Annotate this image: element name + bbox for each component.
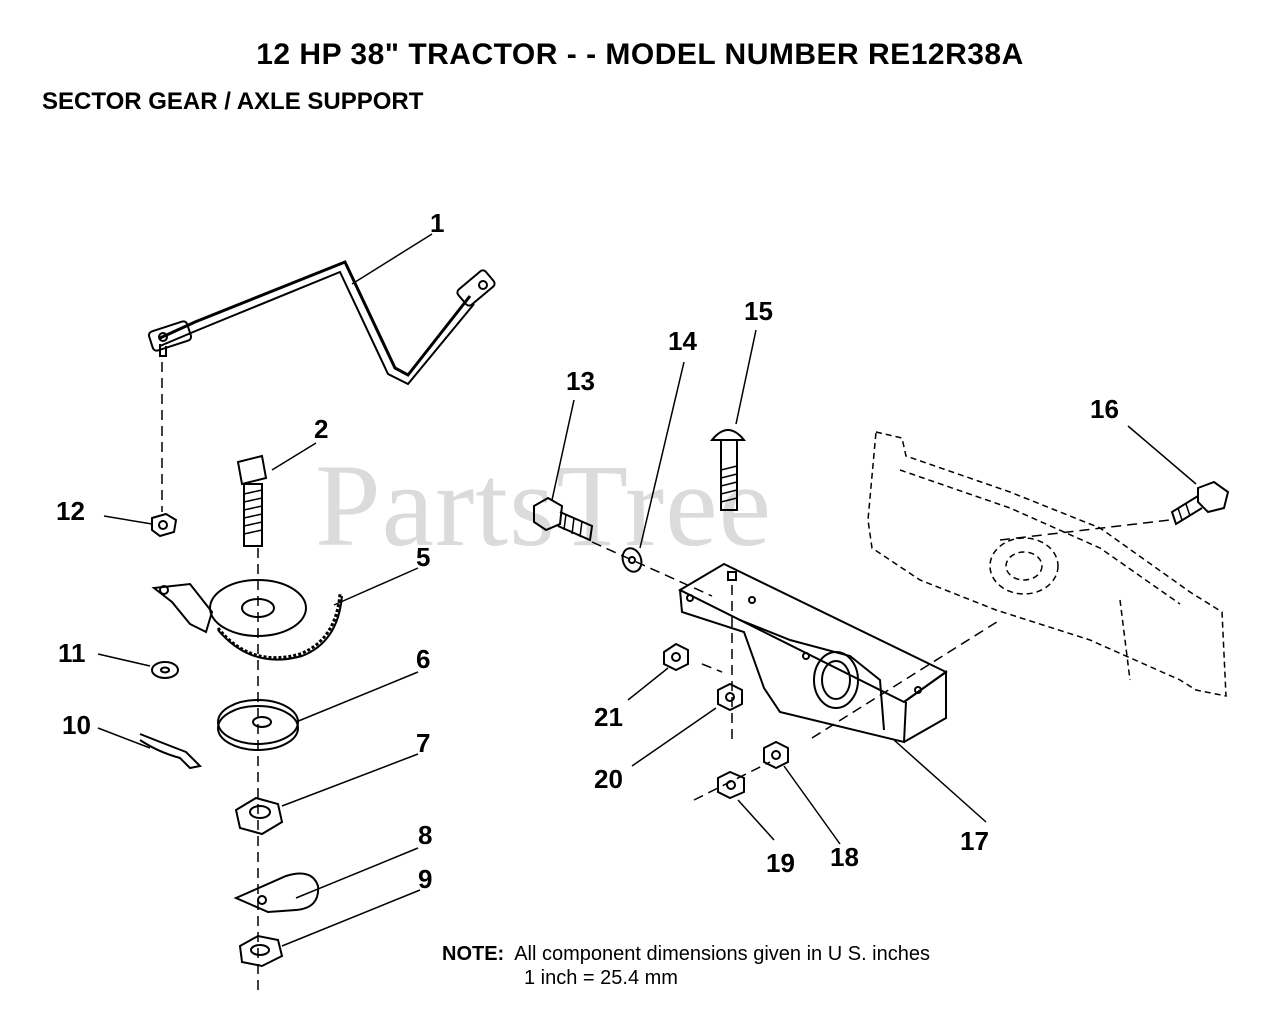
hex-nut-19[interactable] <box>717 770 745 800</box>
spacer-6[interactable] <box>217 699 299 751</box>
callout-10: 10 <box>62 710 91 740</box>
sector-gear-5[interactable] <box>151 579 343 661</box>
washer-11[interactable] <box>151 661 179 679</box>
callout-21: 21 <box>594 702 623 732</box>
hex-bolt-16[interactable] <box>1170 480 1230 526</box>
callout-1: 1 <box>430 208 445 238</box>
callout-15: 15 <box>744 296 773 326</box>
hex-bolt-2[interactable] <box>236 454 268 547</box>
callout-9: 9 <box>418 864 433 894</box>
callout-11: 11 <box>58 638 86 668</box>
note-line-2: 1 inch = 25.4 mm <box>524 967 678 989</box>
lock-nut-12[interactable] <box>151 512 178 538</box>
callout-13: 13 <box>566 366 595 396</box>
cotter-pin-10[interactable] <box>139 733 203 770</box>
callout-17: 17 <box>960 826 989 856</box>
axle-support-bracket-17[interactable] <box>677 562 948 744</box>
hex-nut-7[interactable] <box>234 796 284 836</box>
callout-16: 16 <box>1090 394 1119 424</box>
hex-nut-18[interactable] <box>763 740 789 770</box>
hex-nut-9[interactable] <box>238 934 284 968</box>
washer-14[interactable] <box>619 546 644 575</box>
callout-5: 5 <box>416 542 431 572</box>
callout-12: 12 <box>56 496 85 526</box>
carriage-bolt-15[interactable] <box>709 429 747 511</box>
callout-8: 8 <box>418 820 433 850</box>
section-subtitle: SECTOR GEAR / AXLE SUPPORT <box>42 88 424 115</box>
callout-19: 19 <box>766 848 795 878</box>
callout-14: 14 <box>668 326 697 356</box>
dimension-note: NOTE: All component dimensions given in U… <box>442 942 930 990</box>
callout-2: 2 <box>314 414 329 444</box>
callout-20: 20 <box>594 764 623 794</box>
callout-18: 18 <box>830 842 859 872</box>
hex-nut-20[interactable] <box>717 682 743 712</box>
hex-bolt-13[interactable] <box>533 496 594 542</box>
page-title: 12 HP 38" TRACTOR - - MODEL NUMBER RE12R… <box>256 38 1024 71</box>
callout-7: 7 <box>416 728 431 758</box>
tractor-frame <box>867 431 1227 697</box>
drag-link-rod[interactable] <box>147 260 496 386</box>
clip-8[interactable] <box>233 872 320 914</box>
note-label: NOTE: <box>442 943 505 965</box>
watermark-logo: PartsTree <box>315 440 772 571</box>
hex-nut-21[interactable] <box>663 642 689 672</box>
callout-6: 6 <box>416 644 431 674</box>
note-line-1: All component dimensions given in U S. i… <box>514 943 930 965</box>
